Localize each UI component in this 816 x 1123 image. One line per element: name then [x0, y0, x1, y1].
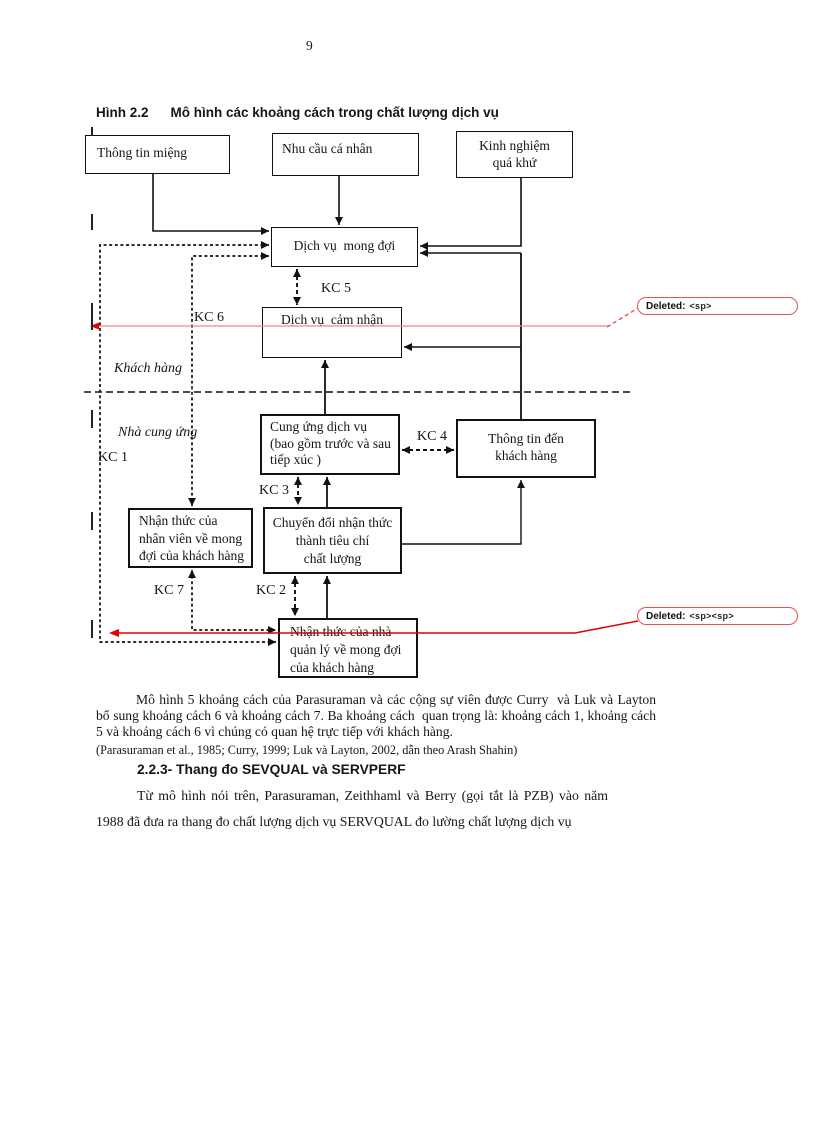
change-bar [91, 410, 93, 428]
box-expected-service: Dịch vụ mong đợi [271, 227, 418, 267]
change-bar [91, 303, 93, 330]
deleted-balloon-label: Deleted: [646, 610, 686, 622]
deleted-balloon-content: <sp> [689, 301, 712, 311]
change-bar [91, 512, 93, 530]
box-perceived-service: Dịch vụ cảm nhận [262, 307, 402, 358]
box-past-experience: Kinh nghiệm quá khứ [456, 131, 573, 178]
gap-label-kc3: KC 3 [259, 483, 289, 498]
box-communication-to-customers: Thông tin đến khách hàng [456, 419, 596, 478]
box-quality-specifications: Chuyển đổi nhận thức thành tiêu chí chất… [263, 507, 402, 574]
box-employee-perception: Nhận thức của nhân viên về mong đợi của … [128, 508, 253, 568]
gap-path-kc1 [99, 241, 276, 646]
deleted-balloon-content: <sp><sp> [689, 611, 734, 621]
citation-line: (Parasuraman et al., 1985; Curry, 1999; … [96, 743, 518, 757]
balloon-connector-1 [606, 307, 639, 328]
change-bar [91, 214, 93, 230]
zone-label-customer: Khách hàng [114, 361, 183, 376]
gap-label-kc1: KC 1 [98, 450, 128, 465]
arrow-past-to-expected [420, 178, 522, 250]
figure-caption-text: Mô hình các khoảng cách trong chất lượng… [170, 105, 499, 120]
box-management-perception: Nhận thức của nhà quản lý về mong đợi củ… [278, 618, 418, 678]
gap-label-kc2: KC 2 [256, 583, 286, 598]
balloon-connector-2 [574, 620, 639, 634]
figure-caption-label: Hình 2.2 [96, 105, 149, 120]
deleted-balloon-1[interactable]: Deleted: <sp> [637, 297, 798, 315]
page-number: 9 [306, 38, 313, 53]
section-heading-223: 2.2.3- Thang đo SEVQUAL và SERVPERF [137, 762, 406, 777]
box-personal-needs: Nhu cầu cá nhân [272, 133, 419, 176]
deleted-balloon-label: Deleted: [646, 300, 686, 312]
gap-label-kc4: KC 4 [417, 429, 447, 444]
gap-label-kc5: KC 5 [321, 281, 351, 296]
change-bar [91, 127, 93, 136]
deleted-balloon-2[interactable]: Deleted: <sp><sp> [637, 607, 798, 625]
gap-path-kc6 [188, 252, 269, 506]
arrow-specs-to-comm [402, 480, 525, 545]
zone-label-provider: Nhà cung ứng [118, 425, 198, 440]
box-service-delivery: Cung ứng dịch vụ (bao gồm trước và sau t… [260, 414, 400, 475]
box-word-of-mouth: Thông tin miệng [85, 135, 230, 174]
gap-path-kc7 [188, 570, 276, 634]
change-bar [91, 620, 93, 638]
deletion-strike-arrowhead-2 [109, 629, 119, 637]
paragraph-gap-model: Mô hình 5 khoảng cách của Parasuraman và… [96, 692, 663, 739]
gap-label-kc7: KC 7 [154, 583, 184, 598]
figure-caption: Hình 2.2 Mô hình các khoảng cách trong ch… [96, 105, 499, 120]
arrow-wom-to-expected [152, 174, 269, 235]
gap-label-kc6: KC 6 [194, 310, 224, 325]
paragraph-servqual: Từ mô hình nói trên, Parasuraman, Zeithh… [96, 788, 612, 829]
